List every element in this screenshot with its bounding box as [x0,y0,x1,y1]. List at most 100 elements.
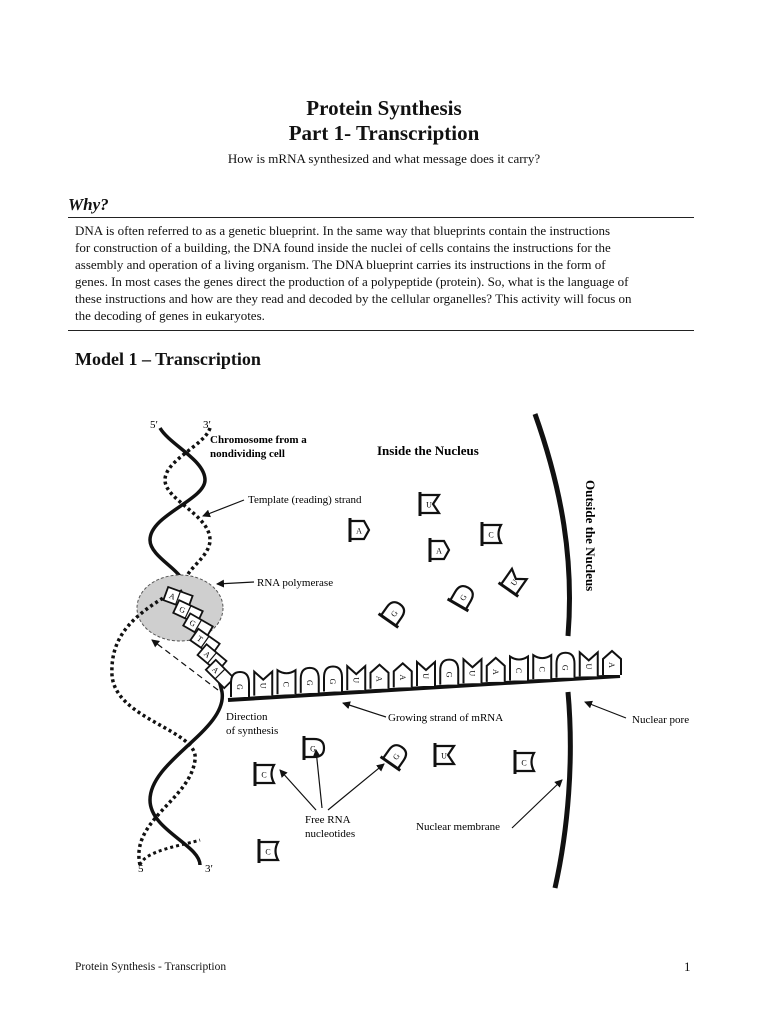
nuclear-pore-arrow [584,700,627,719]
direction-label-1: Direction [226,711,268,723]
mrna-base-shape [346,663,367,691]
free-nucleotide: G [446,584,474,613]
page-number: 1 [684,959,691,974]
why-line: the decoding of genes in eukaryotes. [75,308,265,323]
mrna-base-letter: A [491,669,500,675]
mrna-base-shape [299,666,320,693]
template-strand-label: Template (reading) strand [248,494,362,506]
nuclear-pore-label: Nuclear pore [632,714,689,726]
free-nucleotide: C [253,762,276,786]
free-arrow-3 [327,763,385,811]
mrna-base-shape [532,653,553,680]
why-top-rule [68,217,694,218]
mrna-base-shape [555,651,576,678]
why-line: assembly and operation of a living organ… [75,257,606,272]
mrna-nucleotide: C [532,653,553,680]
why-bottom-rule [68,330,694,331]
growing-strand-arrow [342,701,387,718]
mrna-nucleotide: A [369,663,390,689]
mrna-backbone [227,674,621,702]
hybrid-pair-divider [184,605,192,619]
outside-nucleus-label: Outside the Nucleus [583,480,598,591]
hybrid-pair-divider [214,668,226,680]
nucleotide-letter: U [509,578,520,588]
why-line: DNA is often referred to as a genetic bl… [75,223,611,238]
hybrid-base-letter: T [195,634,204,644]
mrna-nucleotide: U [416,659,436,686]
mrna-base-letter: A [375,676,384,682]
hybrid-base-letter: G [188,618,198,629]
nuclear-membrane-upper [532,413,572,637]
polymerase-arrow [216,579,255,588]
why-heading: Why? [68,195,109,214]
nucleotide-shape [257,840,280,862]
free-rna-label-1: Free RNA [305,814,351,826]
mrna-nucleotide: G [299,666,320,693]
hybrid-pair-divider [175,591,181,605]
hybrid-base-letter: A [168,591,177,602]
nucleotide-backbone [446,597,470,613]
free-nucleotide: A [348,518,371,542]
dna-coding-strand-bottom [138,838,201,866]
free-nucleotide: C [480,522,503,546]
label-3-bottom: 3′ [205,863,213,875]
dna-coding-strand [163,427,212,587]
mrna-base-letter: G [235,684,244,690]
mrna-nucleotide: U [462,657,483,684]
mrna-nucleotide: A [392,662,413,688]
direction-label-2: of synthesis [226,725,278,737]
nucleotide-backbone [497,581,520,598]
dna-template-strand [148,427,207,592]
footer-title: Protein Synthesis - Transcription [75,961,227,973]
mrna-base-letter: G [328,679,337,685]
direction-arrow [151,639,219,691]
mrna-base-shape [392,662,413,688]
mrna-nucleotide: U [578,650,599,677]
nuclear-membrane-lower [552,691,573,889]
mrna-base-letter: U [351,677,360,683]
mrna-base-shape [253,669,274,696]
free-arrow-1 [279,769,317,811]
hybrid-base-letter: A [210,665,221,676]
why-paragraph: DNA is often referred to as a genetic bl… [75,222,695,324]
nucleotide-letter: A [356,527,362,536]
hybrid-pair-divider [193,619,203,633]
hybrid-base-letter: G [178,605,187,616]
guiding-question: How is mRNA synthesized and what message… [227,151,541,166]
nucleotide-letter: A [436,547,442,556]
free-nucleotide: G [377,601,406,629]
mrna-base-letter: G [561,665,570,671]
mrna-nucleotide: C [276,668,297,695]
hybrid-pair: A [204,658,236,690]
inside-nucleus-label: Inside the Nucleus [377,443,479,458]
hybrid-base-letter: A [202,649,212,660]
free-rna-label-2: nucleotides [305,828,355,840]
model-heading: Model 1 – Transcription [75,349,261,369]
mrna-nucleotide: G [555,651,576,678]
mrna-nucleotide: A [485,656,506,682]
nucleotide-letter: G [391,752,402,762]
hybrid-pair: G [182,612,214,640]
nucleotide-shape [381,744,408,771]
nucleotide-shape [253,763,276,785]
mrna-base-letter: U [468,670,477,676]
free-nucleotide: U [418,492,442,516]
nucleotide-letter: G [389,609,400,619]
free-nucleotide: G [379,744,408,772]
template-arrow [202,499,245,518]
mrna-base-letter: U [258,683,267,689]
mrna-base-shape [369,663,390,689]
mrna-base-letter: G [305,680,314,686]
mrna-base-shape [578,650,599,677]
mrna-base-shape [323,665,343,692]
nucleotide-letter: U [426,501,432,510]
free-nucleotide: U [433,743,457,767]
growing-strand-label: Growing strand of mRNA [388,712,503,724]
mrna-base-letter: G [444,672,453,678]
mrna-base-shape [462,657,483,684]
mrna-nucleotide: G [439,658,460,685]
mrna-base-shape [439,658,460,685]
why-line: for construction of a building, the DNA … [75,240,611,255]
